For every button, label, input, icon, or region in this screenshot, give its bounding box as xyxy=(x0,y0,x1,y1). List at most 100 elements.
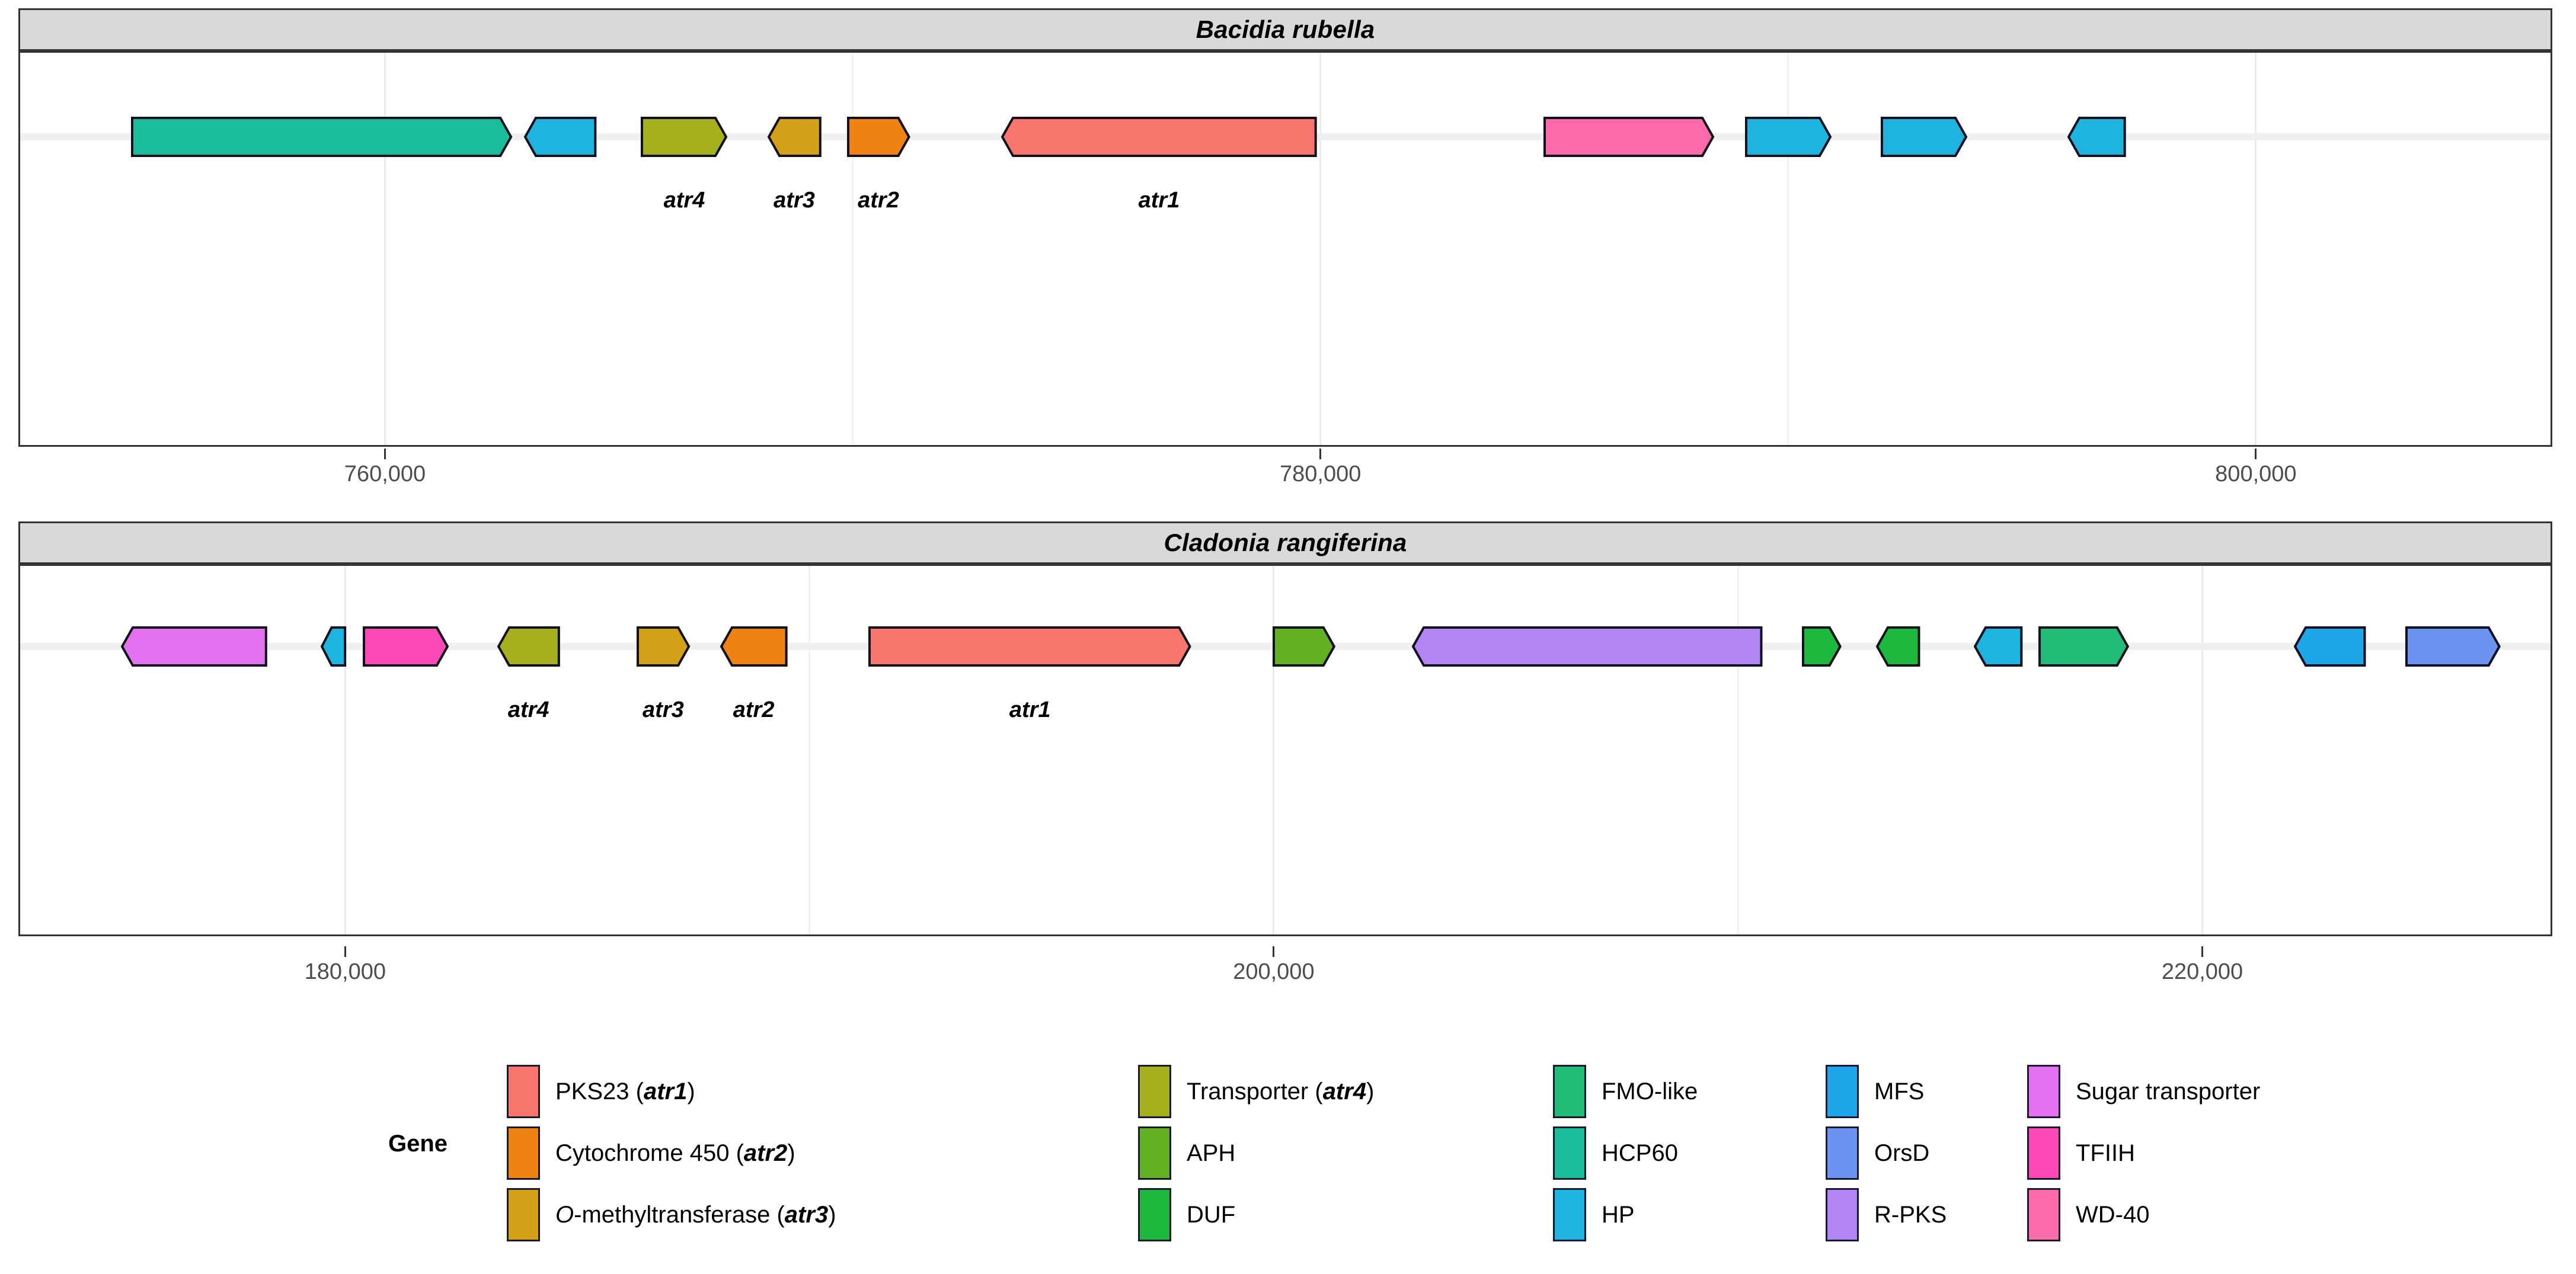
gene-arrow[interactable] xyxy=(720,626,788,667)
gene-arrow[interactable] xyxy=(1411,626,1763,667)
gridline-minor xyxy=(1787,53,1789,445)
panel-cladonia-rangiferina: Cladonia rangiferina atr4 atr3 atr2 atr1 xyxy=(18,521,2552,936)
gene-arrow[interactable] xyxy=(2038,626,2130,667)
gene-arrow[interactable] xyxy=(131,117,513,157)
axis-tick-label: 220,000 xyxy=(2161,959,2243,984)
gene-label-atr4: atr4 xyxy=(507,697,549,722)
legend-swatch xyxy=(1553,1065,1586,1118)
legend-item[interactable]: MFS xyxy=(1826,1061,1947,1122)
legend-item[interactable]: Sugar transporter xyxy=(2027,1061,2260,1122)
legend-item[interactable]: TFIIH xyxy=(2027,1122,2260,1184)
legend-label: Cytochrome 450 (atr2) xyxy=(555,1140,795,1166)
gene-arrow[interactable] xyxy=(2067,117,2126,157)
panel-title-1: Cladonia rangiferina xyxy=(1164,529,1407,556)
gene-arrow[interactable] xyxy=(1880,117,1967,157)
legend-item[interactable]: HP xyxy=(1553,1184,1698,1246)
legend-item[interactable]: APH xyxy=(1138,1122,1374,1184)
legend-label: WD-40 xyxy=(2076,1202,2150,1228)
legend-label: Transporter (atr4) xyxy=(1187,1078,1375,1105)
gene-arrow[interactable] xyxy=(846,117,910,157)
gene-arrow[interactable] xyxy=(2293,626,2366,667)
legend-item[interactable]: Transporter (atr4) xyxy=(1138,1061,1374,1122)
gene-arrow[interactable] xyxy=(1875,626,1920,667)
gridline-major xyxy=(383,53,386,445)
gridline-major xyxy=(2255,53,2257,445)
legend-column: Transporter (atr4) APH DUF xyxy=(1138,1061,1374,1246)
axis-tick xyxy=(2255,449,2257,459)
gene-arrow[interactable] xyxy=(523,117,597,157)
panel-strip-0: Bacidia rubella xyxy=(18,8,2552,51)
legend-label: HP xyxy=(1602,1202,1635,1228)
gene-arrow[interactable] xyxy=(1801,626,1842,667)
gridline-minor xyxy=(852,53,854,445)
gene-arrow[interactable] xyxy=(121,626,268,667)
legend-title: Gene xyxy=(388,1131,448,1157)
gridline-minor xyxy=(808,566,811,934)
gene-arrow[interactable] xyxy=(320,626,347,667)
gene-arrow[interactable] xyxy=(1973,626,2023,667)
gridline-major xyxy=(1319,53,1322,445)
legend-item[interactable]: Cytochrome 450 (atr2) xyxy=(507,1122,836,1184)
axis-tick xyxy=(1273,946,1275,957)
gridline-major xyxy=(2201,566,2204,934)
legend-item[interactable]: PKS23 (atr1) xyxy=(507,1061,836,1122)
gene-label-atr1: atr1 xyxy=(1009,697,1051,722)
gene-arrow[interactable] xyxy=(641,117,728,157)
axis-tick xyxy=(383,449,386,459)
x-axis-1: 180,000 200,000 220,000 xyxy=(18,946,2552,988)
legend-item[interactable]: DUF xyxy=(1138,1184,1374,1246)
legend-swatch xyxy=(2027,1126,2060,1180)
legend-label: HCP60 xyxy=(1602,1140,1678,1166)
legend-swatch xyxy=(1138,1065,1171,1118)
legend-item[interactable]: O-methyltransferase (atr3) xyxy=(507,1184,836,1246)
gene-label-atr3: atr3 xyxy=(643,697,684,722)
gridline-minor xyxy=(1737,566,1739,934)
axis-tick-label: 800,000 xyxy=(2215,462,2297,486)
legend-label: DUF xyxy=(1187,1202,1236,1228)
legend-label: R-PKS xyxy=(1874,1202,1947,1228)
gene-arrow[interactable] xyxy=(1543,117,1715,157)
axis-tick-label: 200,000 xyxy=(1233,959,1315,984)
legend-swatch xyxy=(1826,1188,1859,1241)
legend-item[interactable]: OrsD xyxy=(1826,1122,1947,1184)
legend-label: PKS23 (atr1) xyxy=(555,1078,695,1105)
legend-label: TFIIH xyxy=(2076,1140,2135,1166)
legend-label: OrsD xyxy=(1874,1140,1930,1166)
legend-label: APH xyxy=(1187,1140,1236,1166)
legend-label: MFS xyxy=(1874,1078,1925,1105)
legend-swatch xyxy=(507,1188,540,1241)
gene-arrow[interactable] xyxy=(767,117,822,157)
gene-label-atr3: atr3 xyxy=(774,188,815,213)
legend-column: MFS OrsD R-PKS xyxy=(1826,1061,1947,1246)
axis-tick xyxy=(344,946,346,957)
axis-tick-label: 180,000 xyxy=(304,959,386,984)
axis-tick xyxy=(2201,946,2204,957)
legend-swatch xyxy=(507,1126,540,1180)
gene-arrow[interactable] xyxy=(1744,117,1832,157)
legend-swatch xyxy=(1553,1188,1586,1241)
gene-label-atr2: atr2 xyxy=(858,188,899,213)
legend: Gene PKS23 (atr1) Cytochrome 450 (atr2) O-… xyxy=(0,1061,2576,1256)
gene-arrow[interactable] xyxy=(636,626,691,667)
gene-arrow[interactable] xyxy=(2405,626,2501,667)
gene-arrow[interactable] xyxy=(497,626,560,667)
legend-label: Sugar transporter xyxy=(2076,1078,2261,1105)
gene-label-atr2: atr2 xyxy=(733,697,775,722)
axis-tick-label: 760,000 xyxy=(344,462,426,486)
gene-label-atr4: atr4 xyxy=(663,188,705,213)
gene-arrow[interactable] xyxy=(868,626,1192,667)
legend-item[interactable]: FMO-like xyxy=(1553,1061,1698,1122)
gene-arrow[interactable] xyxy=(1272,626,1336,667)
gene-arrow[interactable] xyxy=(362,626,449,667)
legend-item[interactable]: WD-40 xyxy=(2027,1184,2260,1246)
panel-title-0: Bacidia rubella xyxy=(1196,15,1375,43)
gridline-major xyxy=(1273,566,1275,934)
gene-arrow[interactable] xyxy=(1001,117,1317,157)
legend-item[interactable]: HCP60 xyxy=(1553,1122,1698,1184)
legend-item[interactable]: R-PKS xyxy=(1826,1184,1947,1246)
